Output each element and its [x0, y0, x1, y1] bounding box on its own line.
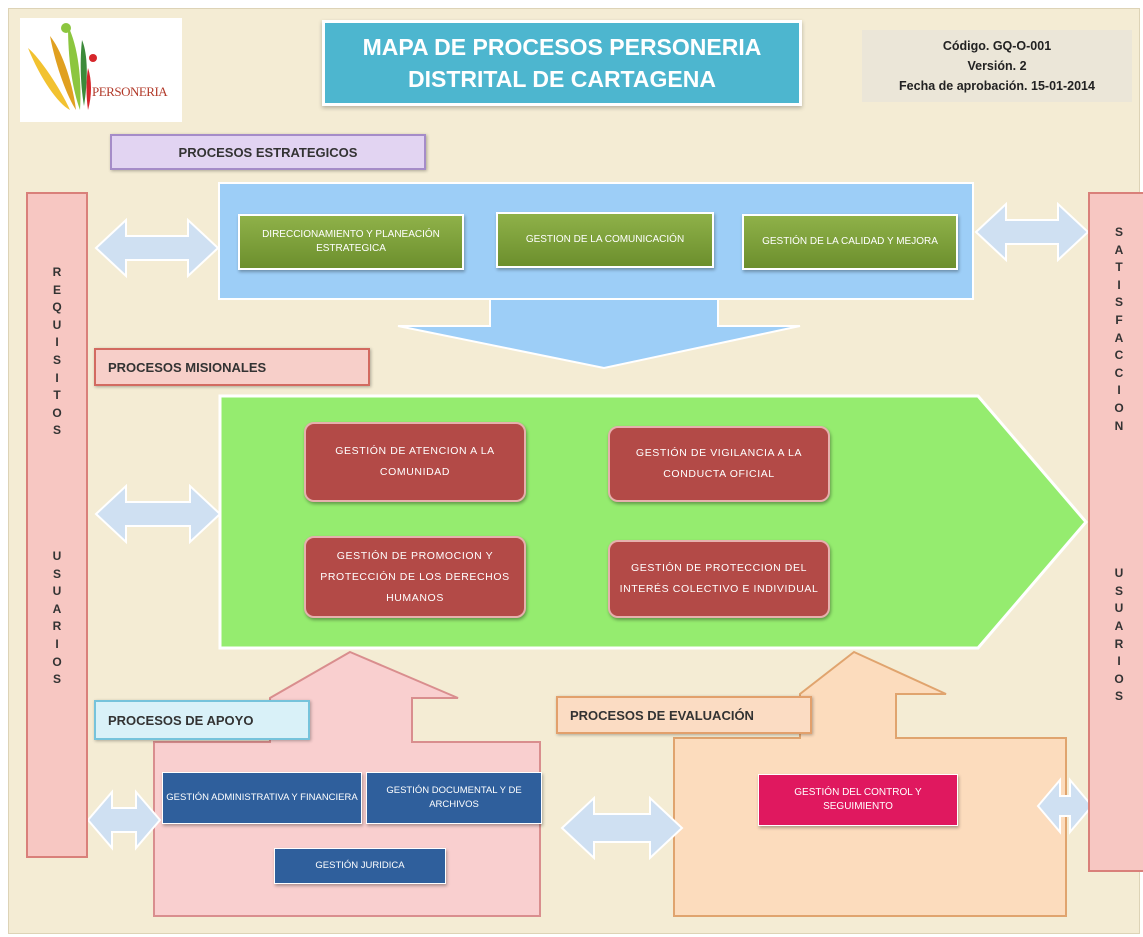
- logo-text: PERSONERIA: [92, 84, 168, 99]
- satisfaction-letter: A: [1114, 330, 1124, 345]
- document-info: Código. GQ-O-001 Versión. 2 Fecha de apr…: [862, 30, 1132, 102]
- users-right-letter: R: [1114, 636, 1124, 651]
- document-code: Código. GQ-O-001: [942, 39, 1052, 53]
- requirements-letter: T: [53, 388, 61, 403]
- double-arrow-support-left: [86, 789, 162, 851]
- users-left-letter: A: [52, 601, 62, 616]
- users-left-letter: O: [52, 654, 62, 669]
- users-right-letter: I: [1117, 654, 1121, 669]
- satisfaction-letter: F: [1115, 312, 1123, 327]
- satisfaction-letter: A: [1114, 242, 1124, 257]
- process-proteccion-interes[interactable]: GESTIÓN DE PROTECCION DEL INTERÉS COLECT…: [608, 540, 830, 618]
- users-left-letter: I: [55, 636, 59, 651]
- satisfaction-letter: T: [1115, 260, 1123, 275]
- title-line-2: DISTRITAL DE CARTAGENA: [408, 66, 716, 92]
- process-direccionamiento[interactable]: DIRECCIONAMIENTO Y PLANEACIÓN ESTRATEGIC…: [238, 214, 464, 270]
- satisfaction-letter: I: [1117, 277, 1121, 292]
- users-right-letter: U: [1114, 601, 1124, 616]
- satisfaction-letter: S: [1114, 225, 1123, 239]
- process-atencion-comunidad[interactable]: GESTIÓN DE ATENCION A LA COMUNIDAD: [304, 422, 526, 502]
- users-right-letter: A: [1114, 618, 1124, 633]
- page-title: MAPA DE PROCESOS PERSONERIA DISTRITAL DE…: [322, 20, 802, 106]
- users-right-letter: U: [1114, 566, 1124, 581]
- requirements-letter: Q: [52, 300, 62, 315]
- process-vigilancia-conducta[interactable]: GESTIÓN DE VIGILANCIA A LA CONDUCTA OFIC…: [608, 426, 830, 502]
- users-left-letter: S: [52, 672, 61, 687]
- process-gestion-calidad[interactable]: GESTIÓN DE LA CALIDAD Y MEJORA: [742, 214, 958, 270]
- users-left-letter: U: [52, 584, 62, 599]
- process-promocion-derechos[interactable]: GESTIÓN DE PROMOCION Y PROTECCIÓN DE LOS…: [304, 536, 526, 618]
- requirements-letter: I: [55, 335, 59, 350]
- approval-date: Fecha de aprobación. 15-01-2014: [899, 79, 1095, 93]
- users-left-letter: R: [52, 619, 62, 634]
- label-support-processes: PROCESOS DE APOYO: [94, 700, 310, 740]
- process-control-seguimiento[interactable]: GESTIÓN DEL CONTROL Y SEGUIMIENTO: [758, 774, 958, 826]
- requirements-letter: I: [55, 370, 59, 385]
- logo-figures-icon: [28, 23, 97, 110]
- requirements-letter: R: [52, 265, 62, 279]
- label-evaluation-processes: PROCESOS DE EVALUACIÓN: [556, 696, 812, 734]
- requirements-letter: U: [52, 317, 62, 332]
- satisfaction-letter: I: [1117, 383, 1121, 398]
- document-version: Versión. 2: [967, 59, 1027, 73]
- requirements-letter: O: [52, 405, 62, 420]
- process-gestion-comunicacion[interactable]: GESTION DE LA COMUNICACIÓN: [496, 212, 714, 268]
- requirements-letter: E: [52, 282, 61, 297]
- personeria-logo: PERSONERIA: [20, 18, 182, 122]
- double-arrow-strategic-right: [974, 201, 1090, 263]
- process-documental-archivos[interactable]: GESTIÓN DOCUMENTAL Y DE ARCHIVOS: [366, 772, 542, 824]
- users-left-letter: U: [52, 548, 62, 563]
- process-juridica[interactable]: GESTIÓN JURIDICA: [274, 848, 446, 884]
- users-right-letter: O: [1114, 671, 1124, 686]
- double-arrow-missional-left: [94, 483, 222, 545]
- satisfaction-letter: S: [1114, 295, 1123, 310]
- label-strategic-processes: PROCESOS ESTRATEGICOS: [110, 134, 426, 170]
- double-arrow-support-evaluation: [560, 795, 684, 861]
- requirements-letter: S: [52, 423, 61, 438]
- strategic-down-arrow: [397, 297, 801, 370]
- requirements-letter: S: [52, 352, 61, 367]
- satisfaction-letter: N: [1114, 418, 1124, 433]
- users-right-letter: S: [1114, 583, 1123, 598]
- users-left-letter: S: [52, 566, 61, 581]
- satisfaction-letter: O: [1114, 400, 1124, 415]
- process-administrativa-financiera[interactable]: GESTIÓN ADMINISTRATIVA Y FINANCIERA: [162, 772, 362, 824]
- satisfaction-letter: C: [1114, 348, 1124, 363]
- satisfaction-letter: C: [1114, 365, 1124, 380]
- users-right-letter: S: [1114, 689, 1123, 704]
- title-line-1: MAPA DE PROCESOS PERSONERIA: [362, 34, 762, 60]
- double-arrow-strategic-left: [94, 217, 220, 279]
- label-missional-processes: PROCESOS MISIONALES: [94, 348, 370, 386]
